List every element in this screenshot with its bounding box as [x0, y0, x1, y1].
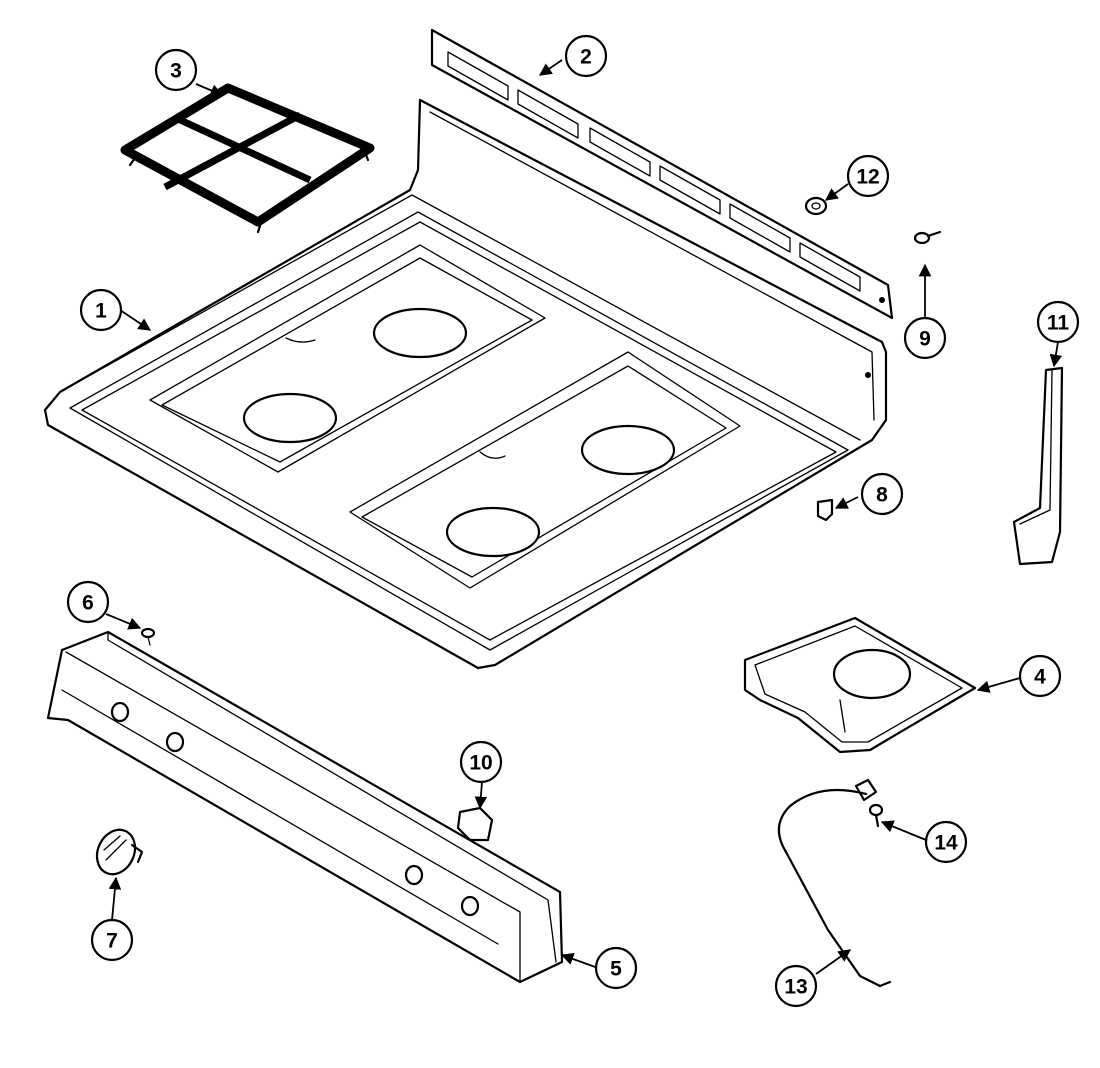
- callout-1-label: 1: [95, 300, 107, 323]
- callout-3-label: 3: [170, 60, 182, 83]
- callout-9-label: 9: [919, 328, 931, 351]
- callout-4-label: 4: [1034, 666, 1046, 689]
- callout-11: 11: [1036, 300, 1080, 344]
- callout-7-label: 7: [106, 930, 118, 953]
- callout-6: 6: [66, 580, 110, 624]
- control-knob: [95, 828, 144, 876]
- backguard-vent-panel: [430, 28, 894, 320]
- callout-12-label: 12: [856, 166, 879, 189]
- callout-11-label: 11: [1047, 312, 1070, 335]
- callout-5: 5: [594, 946, 638, 990]
- screw-14: [868, 803, 884, 828]
- igniter-wire-rod: [777, 778, 892, 988]
- callout-1: 1: [79, 288, 123, 332]
- callout-2: 2: [564, 34, 608, 78]
- cooktop-main-top: [43, 98, 888, 670]
- callout-8: 8: [860, 472, 904, 516]
- leader-lines: [105, 59, 1063, 975]
- callout-13: 13: [774, 964, 818, 1008]
- control-panel-cover: [46, 630, 564, 984]
- callout-10: 10: [459, 740, 503, 784]
- screw-9: [913, 230, 942, 245]
- callout-13-label: 13: [784, 976, 807, 999]
- callout-10-label: 10: [469, 752, 492, 775]
- callout-4: 4: [1018, 654, 1062, 698]
- burner-grate: [120, 83, 375, 234]
- nut-12: [804, 196, 828, 216]
- burner-drip-tray: [743, 616, 977, 754]
- callout-12: 12: [846, 154, 890, 198]
- callout-14-label: 14: [934, 832, 958, 855]
- clip-8: [816, 498, 834, 522]
- callout-2-label: 2: [580, 46, 592, 69]
- callout-5-label: 5: [610, 958, 622, 981]
- callout-6-label: 6: [82, 592, 94, 615]
- small-screw-6: [140, 627, 156, 646]
- callout-8-label: 8: [876, 484, 888, 507]
- callout-3: 3: [154, 48, 198, 92]
- side-trim-strip: [1012, 366, 1064, 566]
- callout-9: 9: [903, 316, 947, 360]
- callout-7: 7: [90, 918, 134, 962]
- callout-14: 14: [924, 820, 968, 864]
